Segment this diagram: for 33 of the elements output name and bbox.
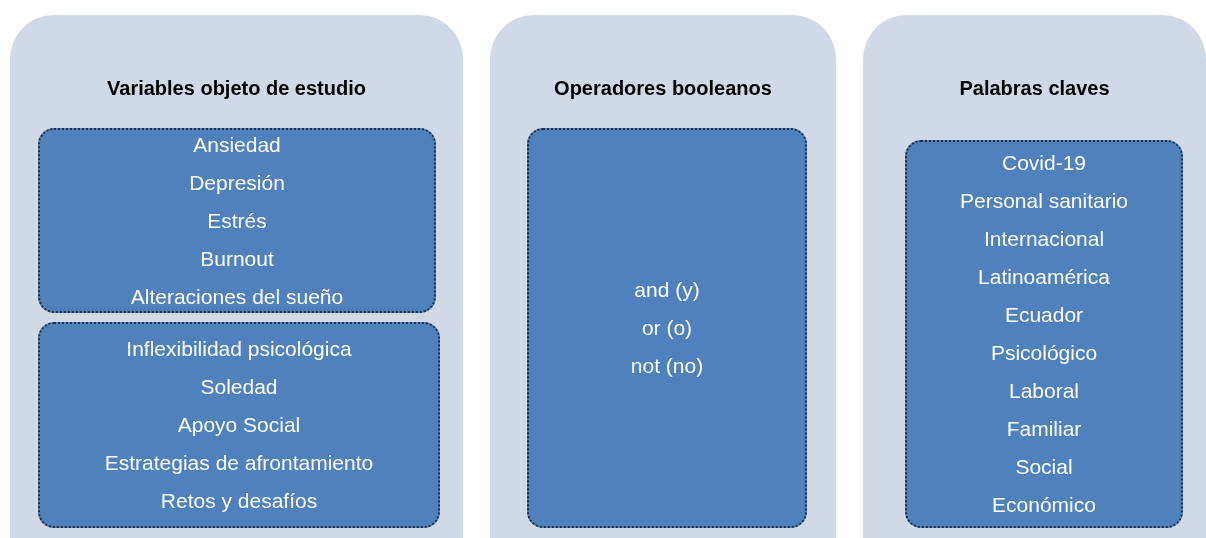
list-item: Social [1015, 454, 1073, 480]
list-item: Familiar [1006, 416, 1082, 442]
list-item: Ansiedad [193, 131, 281, 158]
list-item: Internacional [983, 226, 1105, 252]
list-box [527, 128, 807, 528]
list-item: Estrés [207, 207, 267, 234]
panel-background [10, 15, 463, 538]
list-item: Apoyo Social [177, 412, 301, 438]
list-item: Covid-19 [1001, 150, 1086, 176]
list-item: and (y) [634, 277, 700, 303]
list-item: Psicológico [990, 340, 1098, 366]
list-box [38, 128, 436, 313]
list-item: Ecuador [1004, 302, 1084, 328]
list-box [905, 140, 1183, 528]
list-item: Burnout [200, 245, 274, 272]
list-item: Alteraciones del sueño [130, 283, 344, 310]
list-item: Retos y desafíos [160, 488, 318, 514]
list-item: Laboral [1008, 378, 1080, 404]
list-item: Inflexibilidad psicológica [126, 336, 352, 362]
list-box [38, 322, 440, 528]
panel-title: Operadores booleanos [553, 77, 773, 100]
panel-title: Variables objeto de estudio [106, 77, 367, 100]
list-item: Depresión [189, 169, 285, 196]
list-item: Estrategias de afrontamiento [104, 450, 374, 476]
list-item: or (o) [641, 315, 693, 341]
list-item: Latinoamérica [978, 264, 1110, 290]
panel-background [490, 15, 836, 538]
list-item: Personal sanitario [959, 188, 1129, 214]
list-item: not (no) [630, 353, 704, 379]
list-item: Económico [992, 492, 1096, 518]
list-item: Soledad [200, 374, 278, 400]
panel-background [863, 15, 1206, 538]
panel-title: Palabras claves [958, 77, 1111, 100]
